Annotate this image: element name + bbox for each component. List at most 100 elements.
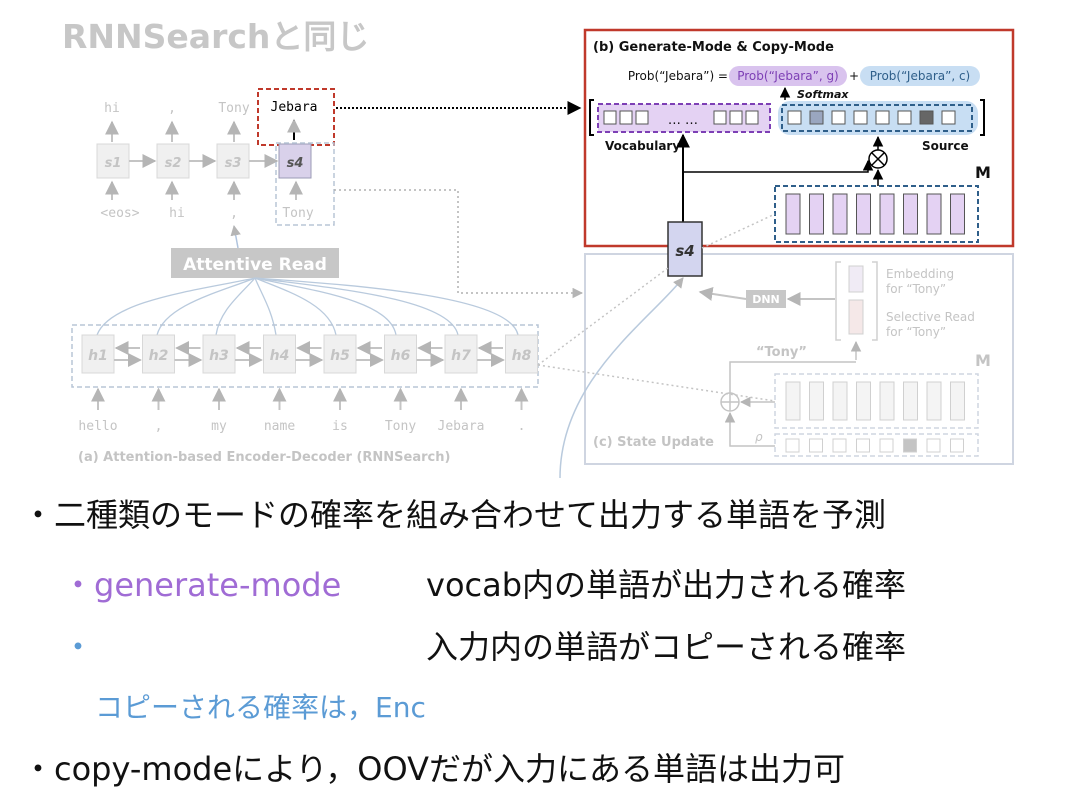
generate-mode-label: generate-mode	[94, 566, 342, 604]
state-s1	[96, 143, 130, 179]
decoder-output-hi: hi	[104, 101, 120, 116]
memory-cell	[926, 193, 942, 235]
encoder-state-label: h2	[149, 348, 169, 364]
memory-cell	[856, 193, 871, 235]
svg-text:ρ: ρ	[755, 430, 763, 444]
attentive-read-label-box	[171, 248, 339, 278]
source-word: Jebara	[438, 419, 485, 434]
vocabulary-label: Vocabulary	[605, 139, 680, 153]
svg-text:Embedding: Embedding	[886, 267, 954, 281]
memory-cell	[856, 381, 871, 421]
decoder-output-comma: ,	[168, 101, 176, 116]
source-word: ,	[155, 419, 163, 434]
vocab-cell	[635, 110, 649, 125]
softmax-label: Softmax	[797, 88, 849, 101]
decoder-state-s4	[667, 221, 703, 277]
memory-cell	[926, 381, 942, 421]
prob-generate: Prob(“Jebara”, g)	[737, 69, 839, 83]
rho-cell	[856, 438, 870, 453]
rho-cell	[926, 438, 941, 453]
encoder-state-label: h1	[88, 348, 108, 364]
rho-cell	[785, 438, 800, 453]
slide-title: RNNSearchと同じ	[62, 17, 370, 56]
vocab-cell	[619, 110, 633, 125]
encoder-state-label: h4	[270, 348, 290, 364]
generate-mode-desc: vocab内の単語が出力される確率	[426, 566, 907, 604]
memory-cell	[785, 193, 801, 235]
memory-cell	[950, 381, 965, 421]
encoder-state-label: h6	[391, 348, 411, 364]
panel-generate-copy-mode: (b) Generate-Mode & Copy-Mode Prob(“Jeba…	[583, 28, 1015, 248]
source-cell	[787, 110, 802, 125]
tony-quote: “Tony”	[756, 345, 807, 360]
encoder-state-3	[202, 334, 236, 374]
copy-mode-desc: 入力内の単語がコピーされる確率	[426, 628, 907, 666]
bullet-copy-mode: ・ 入力内の単語がコピーされる確率	[62, 622, 906, 668]
encoder-state-7	[444, 334, 478, 374]
encoder: h1helloh2,h3myh4nameh5ish6Tonyh7Jebarah8…	[71, 324, 539, 434]
rho-cell	[809, 438, 823, 453]
memory-m-b: M	[975, 163, 991, 182]
decoder-input-eos: <eos>	[100, 206, 139, 221]
svg-text:s3: s3	[225, 156, 242, 171]
source-word: my	[211, 419, 227, 434]
source-word: Tony	[385, 419, 416, 434]
decoder-output-tony: Tony	[218, 101, 249, 116]
encoder-state-label: h8	[512, 348, 532, 364]
caption-a: (a) Attention-based Encoder-Decoder (RNN…	[78, 450, 450, 465]
source-word: is	[332, 419, 348, 434]
encoder-state-2	[142, 334, 175, 374]
memory-cell	[809, 193, 824, 235]
source-label: Source	[922, 139, 969, 153]
memory-m-c: M	[975, 351, 991, 370]
source-word: .	[518, 419, 526, 434]
memory-cell	[903, 381, 918, 421]
svg-text:Selective Read: Selective Read	[886, 310, 975, 324]
encoder-state-6	[384, 334, 417, 374]
rho-cell	[879, 438, 894, 453]
encoder-state-4	[263, 334, 296, 374]
decoder-input-tony: Tony	[282, 206, 313, 221]
prob-lhs: Prob(“Jebara”) =	[628, 69, 728, 83]
memory-cell	[809, 381, 824, 421]
vocab-cell	[729, 110, 743, 125]
copynet-diagram: hi , Tony Jebara s1 s2 s3 s4	[71, 28, 1015, 479]
state-s3	[216, 143, 250, 179]
vocab-cell	[603, 110, 617, 125]
svg-text:s2: s2	[165, 156, 182, 171]
source-cell	[897, 110, 912, 125]
memory-cell	[832, 193, 848, 235]
rho-cell	[832, 438, 847, 453]
source-word: name	[264, 419, 295, 434]
encoder-state-5	[323, 334, 357, 374]
panel-state-update: (c) State Update DNN Embedding for “Tony…	[584, 253, 1014, 465]
encoder-state-label: h3	[209, 348, 229, 364]
source-cell	[831, 110, 846, 125]
state-s2	[156, 143, 190, 179]
rho-cell	[950, 438, 964, 453]
bullet-copy-prob: コピーされる確率は，Enc	[95, 691, 426, 724]
svg-text:s4: s4	[287, 156, 304, 171]
decoder-input-hi: hi	[169, 206, 185, 221]
rho-cell	[903, 438, 917, 453]
decoder-input-comma: ,	[230, 206, 238, 221]
memory-c	[774, 373, 979, 429]
svg-text:+: +	[849, 69, 859, 83]
state-s4	[278, 143, 312, 179]
memory-cell	[903, 193, 918, 235]
encoder-state-1	[81, 334, 115, 374]
bullet-predict: ・二種類のモードの確率を組み合わせて出力する単語を予測	[22, 496, 887, 534]
source-cell	[919, 110, 934, 125]
source-cell	[853, 110, 868, 125]
svg-text:for “Tony”: for “Tony”	[886, 282, 946, 296]
bullet-oov: ・copy-modeにより，OOVだが入力にある単語は出力可	[22, 750, 845, 788]
memory-cell	[879, 193, 895, 235]
dnn-label: DNN	[752, 293, 780, 306]
panel-b-title: (b) Generate-Mode & Copy-Mode	[593, 40, 834, 55]
decoder-output-jebara: Jebara	[271, 100, 318, 115]
svg-text:for “Tony”: for “Tony”	[886, 325, 946, 339]
vocab-ellipsis: … …	[668, 113, 698, 128]
encoder-state-8	[505, 334, 538, 374]
memory-cell	[950, 193, 965, 235]
